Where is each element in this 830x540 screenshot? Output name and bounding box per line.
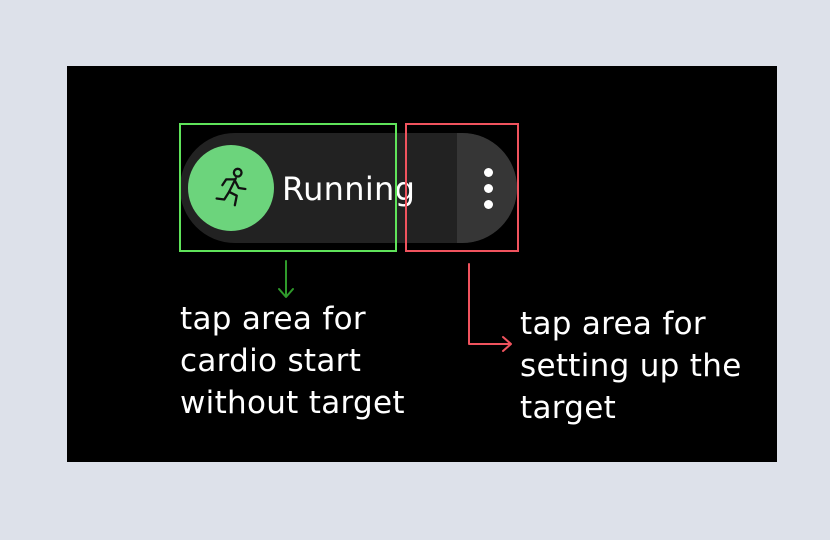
running-person-icon	[215, 167, 247, 207]
workout-start-button[interactable]	[188, 145, 274, 231]
target-area-annotation: tap area for setting up the target	[520, 306, 742, 426]
start-area-annotation: tap area for cardio start without target	[180, 301, 405, 421]
watch-screen: Running tap area for cardio start withou…	[67, 66, 777, 462]
annotation-arrows	[278, 260, 512, 352]
more-vertical-icon	[481, 168, 495, 210]
target-area-arrow	[468, 263, 512, 352]
start-area-arrow	[278, 260, 294, 298]
start-tap-area-outline	[179, 123, 397, 252]
target-tap-area-outline	[405, 123, 519, 252]
workout-label: Running	[282, 170, 416, 208]
